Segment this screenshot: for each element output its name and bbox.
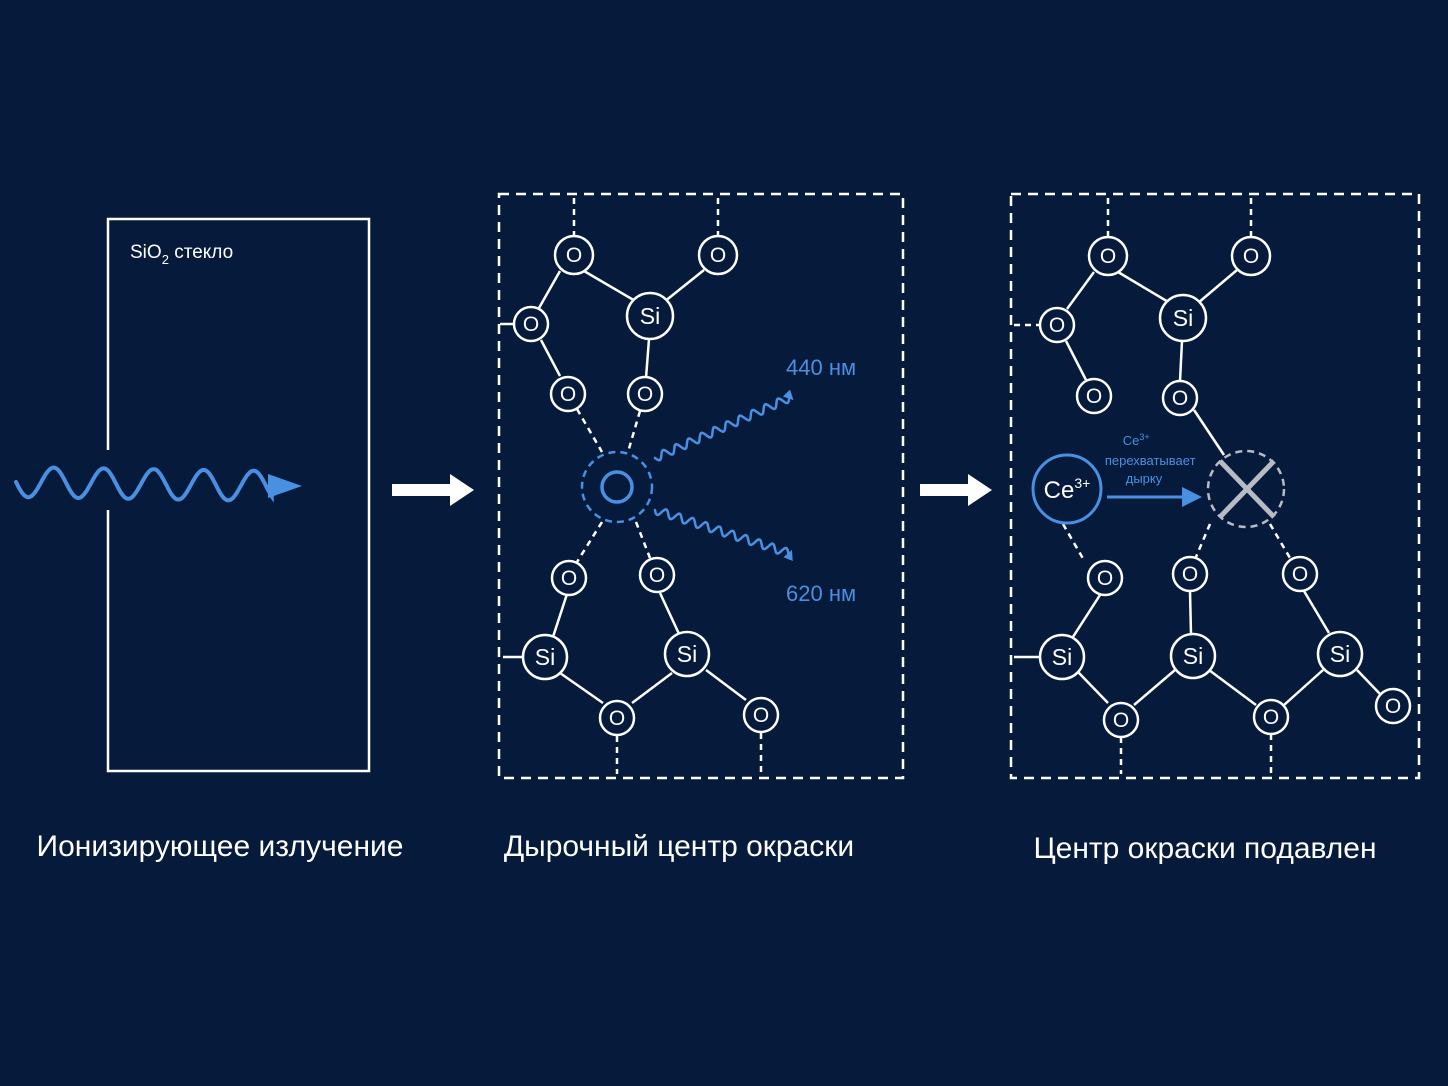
svg-text:O: O — [1086, 385, 1102, 408]
oxygen-atom: O — [1252, 698, 1290, 736]
oxygen-atom: O — [1038, 306, 1076, 344]
svg-text:O: O — [1097, 567, 1113, 590]
cross-icon — [1218, 459, 1276, 519]
svg-text:Si: Si — [640, 303, 660, 329]
svg-text:Si: Si — [1173, 305, 1193, 331]
svg-text:O: O — [710, 244, 726, 267]
oxygen-atom: O — [638, 556, 676, 594]
oxygen-atom: O — [1087, 235, 1129, 277]
oxygen-atom: O — [1281, 555, 1319, 593]
right-arrow-icon — [392, 474, 474, 506]
oxygen-atom: O — [550, 559, 588, 597]
silicon-atom: Si — [625, 291, 675, 341]
panel-hole-color-center: O O O Si O O 440 нм 620 нм O O Si Si O O… — [497, 192, 905, 863]
emission-620-label: 620 нм — [786, 581, 856, 606]
right-arrow-icon — [920, 474, 992, 506]
oxygen-atom: O — [626, 375, 664, 413]
silicon-atom: Si — [1158, 293, 1208, 343]
hole-capture-note: Ce3+ перехватывает дырку — [1105, 428, 1199, 486]
oxygen-atom: O — [1086, 559, 1124, 597]
panel-suppressed-center: O O O Si O O Ce3+ Ce3+ перехватывает дыр… — [1009, 192, 1421, 865]
silicon-atom: Si — [663, 630, 711, 678]
emission-620-wave — [653, 507, 793, 562]
svg-text:Si: Si — [1052, 644, 1072, 670]
oxygen-atom: O — [1171, 555, 1209, 593]
capture-arrow — [1107, 487, 1202, 507]
svg-text:O: O — [560, 383, 576, 406]
svg-text:O: O — [566, 244, 582, 267]
oxygen-atom: O — [697, 234, 739, 276]
svg-text:O: O — [1263, 706, 1279, 729]
oxygen-atom: O — [1075, 377, 1113, 415]
oxygen-atom: O — [1230, 235, 1272, 277]
lattice-frame — [497, 192, 905, 780]
oxygen-atom: O — [598, 699, 636, 737]
svg-text:O: O — [1100, 245, 1116, 268]
lattice-frame — [1009, 192, 1421, 780]
svg-text:Si: Si — [677, 641, 697, 667]
suppressed-hole — [1206, 449, 1286, 529]
hole-center — [580, 450, 654, 524]
emission-440-wave — [653, 389, 794, 462]
svg-text:O: O — [1113, 709, 1129, 732]
oxygen-atom: O — [1374, 687, 1412, 725]
caption-panel2: Дырочный центр окраски — [504, 830, 854, 863]
caption-panel1: Ионизирующее излучение — [37, 830, 404, 863]
panel-ionizing-radiation: SiO2 стекло Ионизирующее излучение — [14, 217, 404, 863]
silicon-atom: Si — [1169, 632, 1217, 680]
glass-block — [106, 217, 371, 773]
svg-text:Si: Si — [535, 644, 555, 670]
svg-text:O: O — [649, 564, 665, 587]
svg-text:O: O — [1243, 245, 1259, 268]
svg-text:O: O — [523, 313, 539, 336]
svg-text:O: O — [561, 567, 577, 590]
svg-text:Si: Si — [1330, 641, 1350, 667]
glass-label: SiO2 стекло — [130, 242, 233, 267]
svg-text:Ce3+: Ce3+ — [1044, 475, 1091, 504]
emission-440-label: 440 нм — [786, 355, 856, 380]
silicon-atom: Si — [1316, 630, 1364, 678]
wavy-arrow-icon — [14, 465, 302, 503]
oxygen-atom: O — [742, 696, 780, 734]
svg-text:O: O — [609, 707, 625, 730]
oxygen-atom: O — [553, 234, 595, 276]
oxygen-atom: O — [1161, 379, 1199, 417]
silicon-atom: Si — [521, 633, 569, 681]
svg-text:O: O — [753, 704, 769, 727]
oxygen-atom: O — [1102, 701, 1140, 739]
svg-text:O: O — [637, 383, 653, 406]
oxygen-atom: O — [549, 375, 587, 413]
svg-text:O: O — [1049, 314, 1065, 337]
svg-text:Si: Si — [1183, 643, 1203, 669]
oxygen-atom: O — [512, 305, 550, 343]
svg-text:O: O — [1385, 695, 1401, 718]
svg-text:O: O — [1292, 563, 1308, 586]
cerium-ion: Ce3+ — [1031, 453, 1103, 525]
silicon-atom: Si — [1038, 633, 1086, 681]
caption-panel3: Центр окраски подавлен — [1033, 832, 1376, 865]
svg-text:O: O — [1172, 387, 1188, 410]
svg-text:O: O — [1182, 563, 1198, 586]
